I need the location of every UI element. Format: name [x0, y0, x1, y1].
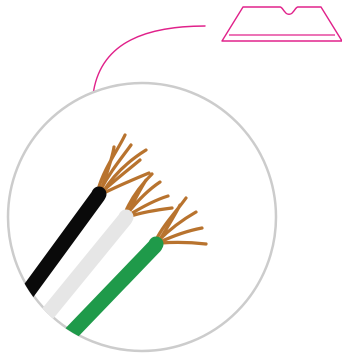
blade-outline [222, 7, 342, 41]
utility-blade-icon [222, 7, 342, 41]
